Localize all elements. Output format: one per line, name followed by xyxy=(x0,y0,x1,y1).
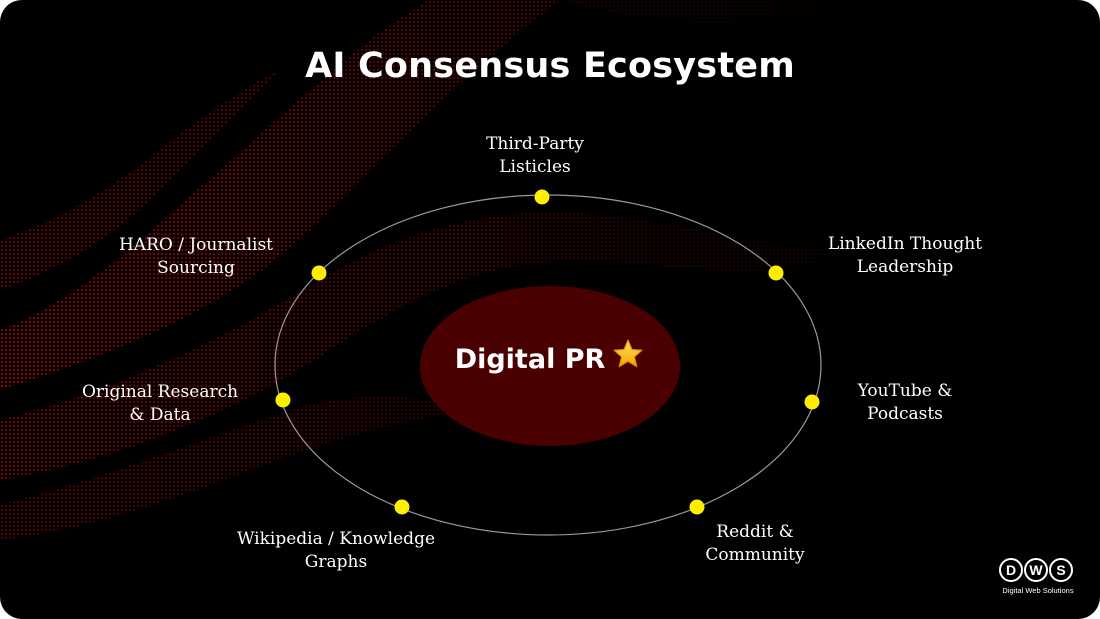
logo-circle xyxy=(999,558,1023,582)
orbit-dots xyxy=(275,189,820,515)
orbit-dot-haro-journalist-sourcing xyxy=(311,265,327,281)
logo-circle xyxy=(1049,558,1073,582)
node-label: Third-Party Listicles xyxy=(486,134,584,177)
logo-letter: S xyxy=(1056,562,1065,578)
orbit-dot-linkedin-thought-leadership xyxy=(768,265,784,281)
orbit-dot-original-research-data xyxy=(275,392,291,408)
orbit-dot-youtube-podcasts xyxy=(804,394,820,410)
page-title: AI Consensus Ecosystem xyxy=(305,46,795,86)
logo-tagline: Digital Web Solutions xyxy=(1002,586,1074,595)
node-label: YouTube & Podcasts xyxy=(857,381,953,424)
center-hub-label: Digital PR xyxy=(420,337,680,386)
node-label: LinkedIn Thought Leadership xyxy=(827,234,983,277)
node-label: Wikipedia / Knowledge Graphs xyxy=(236,529,436,572)
node-label: Reddit & Community xyxy=(705,522,805,565)
orbit-dot-wikipedia-knowledge-graphs xyxy=(394,499,410,515)
node-label: Original Research & Data xyxy=(81,382,239,425)
center-hub xyxy=(420,286,680,446)
center-hub-text: Digital PR xyxy=(454,344,606,375)
node-label: HARO / Journalist Sourcing xyxy=(118,235,273,278)
logo-letter: W xyxy=(1029,562,1043,578)
logo-letter: D xyxy=(1006,562,1016,578)
logo-circle xyxy=(1024,558,1048,582)
star-icon xyxy=(611,337,645,386)
orbit-dot-reddit-community xyxy=(689,499,705,515)
orbit-dot-third-party-listicles xyxy=(534,189,550,205)
